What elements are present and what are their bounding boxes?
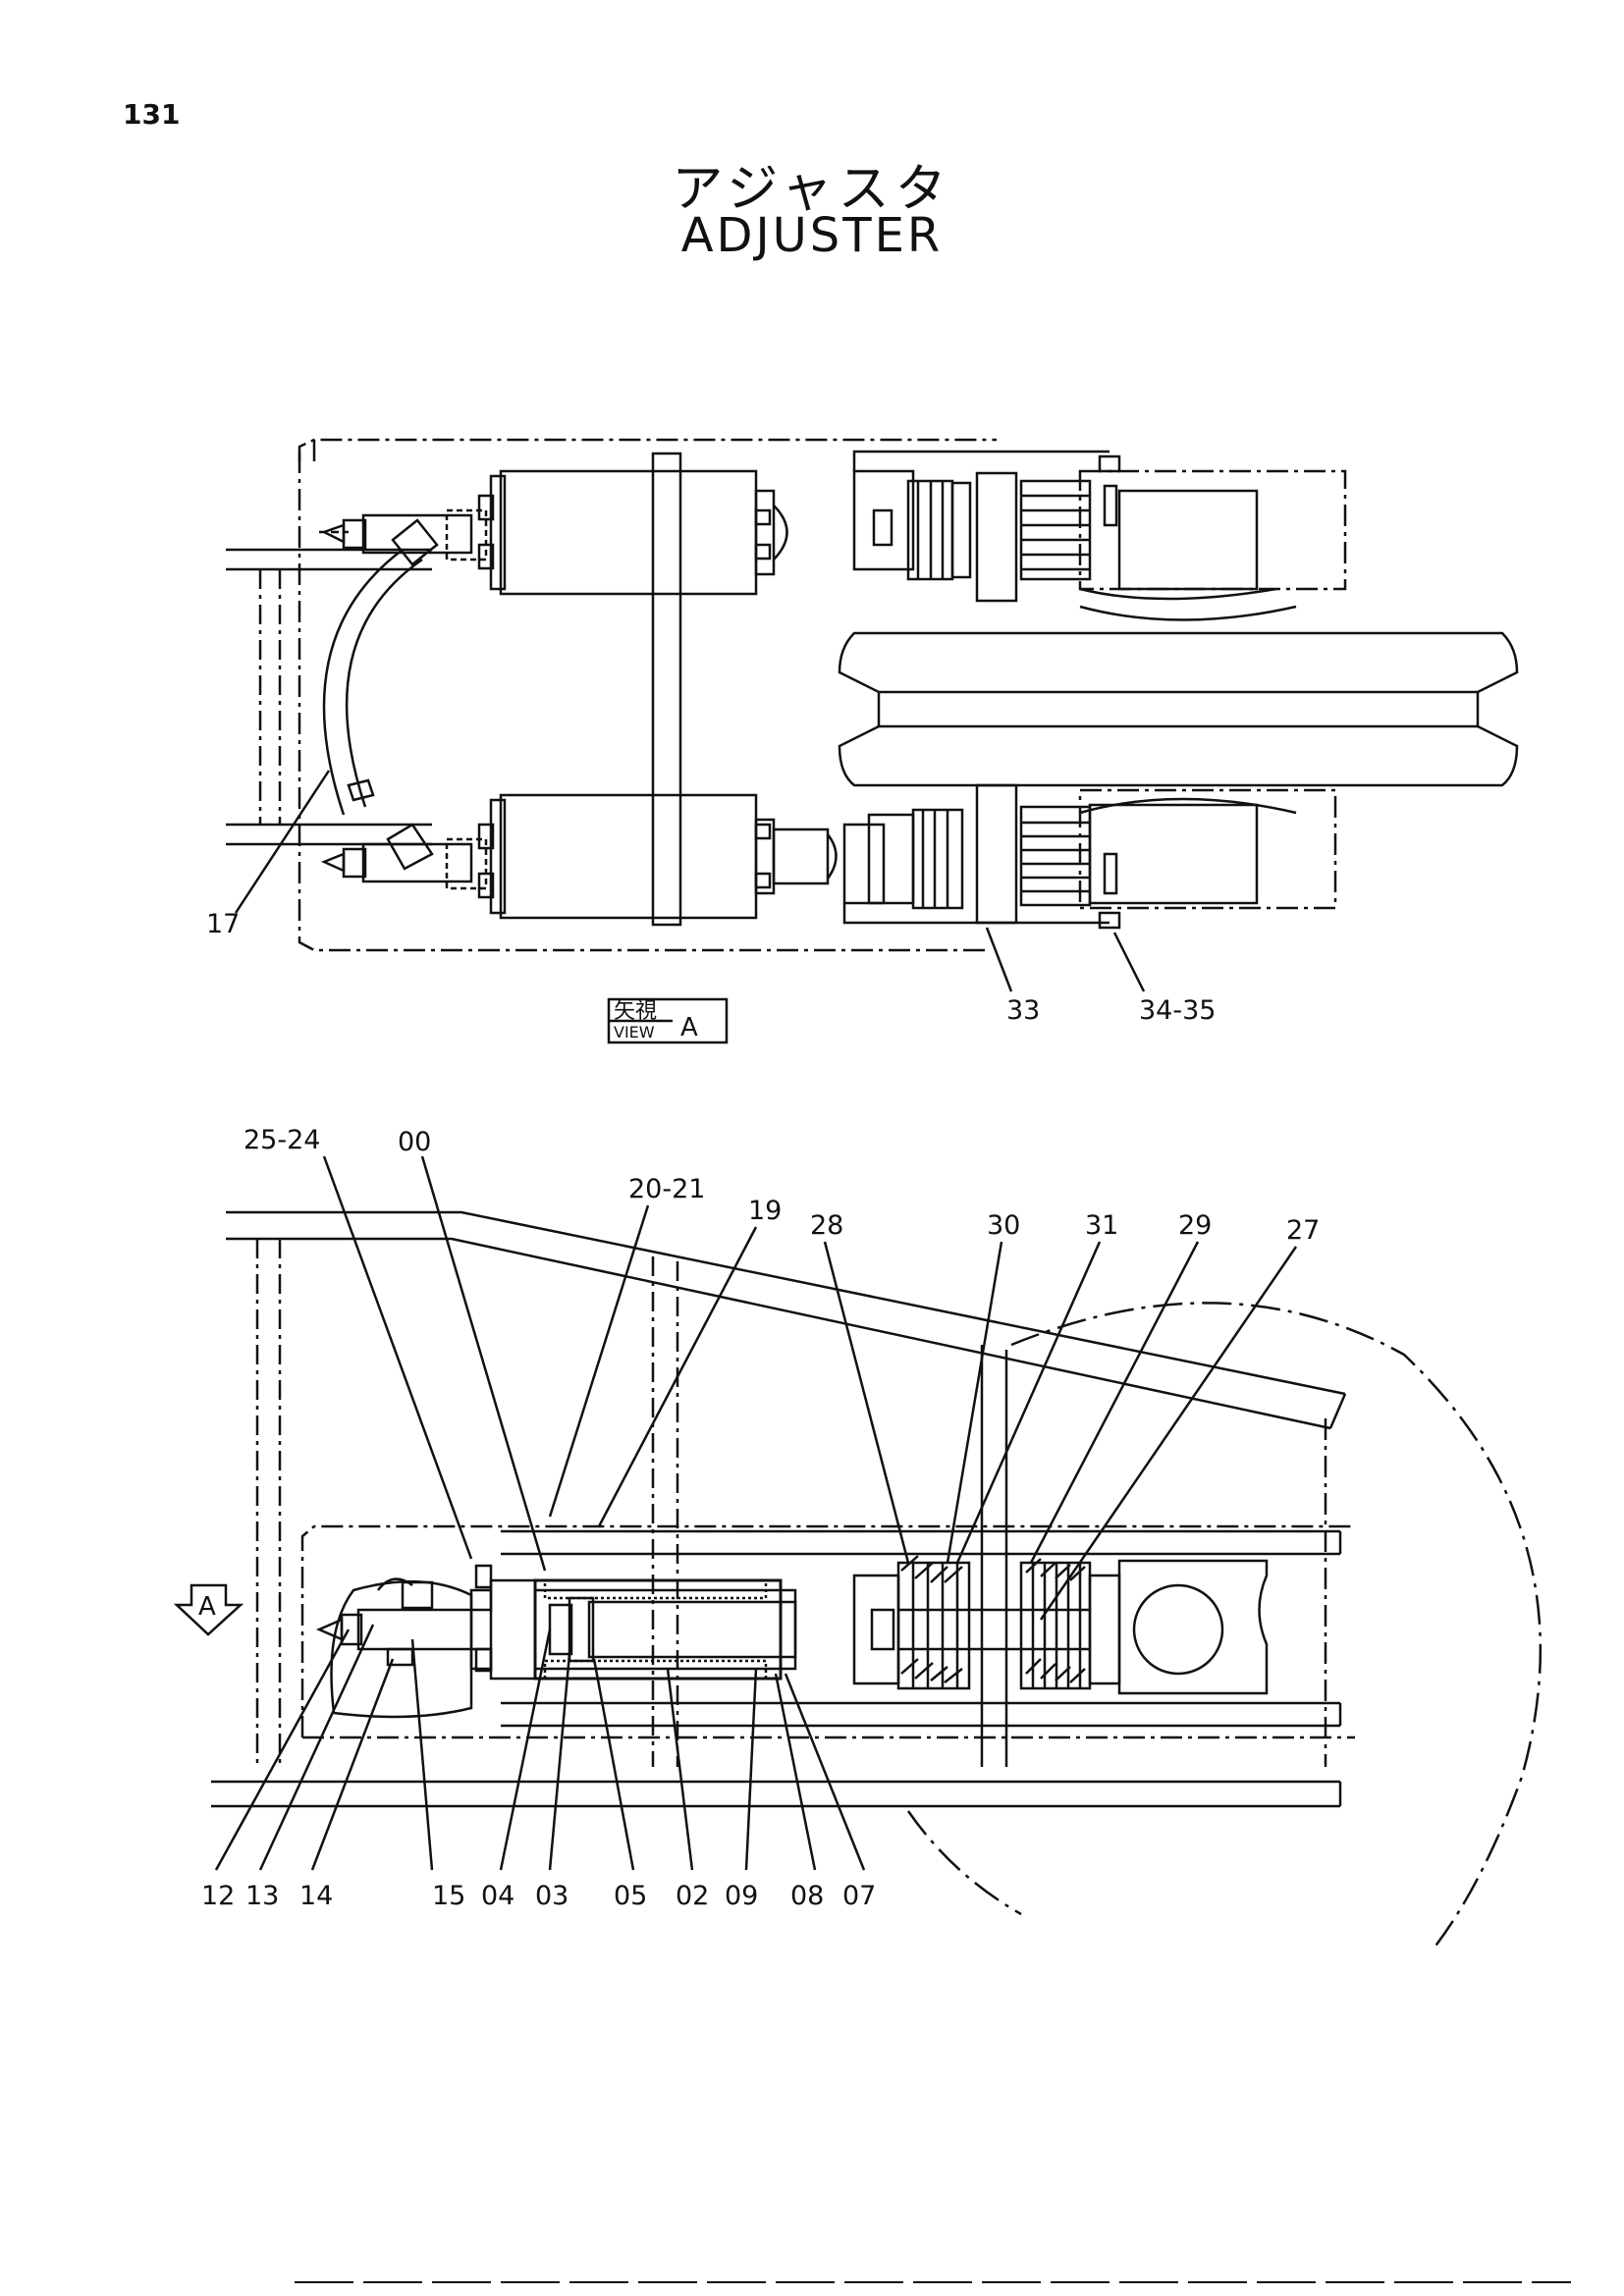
lower-top-callouts: 25-24 00 20-21 19 28 30 31 29 27 <box>244 1125 1320 1246</box>
title-english: ADJUSTER <box>680 208 944 263</box>
callout-25-24: 25-24 <box>244 1125 320 1155</box>
callout-29: 29 <box>1178 1210 1212 1241</box>
callout-08: 08 <box>790 1881 824 1911</box>
title-japanese: アジャスタ <box>672 160 952 219</box>
upper-callouts: 17 33 34-35 <box>206 909 1216 1026</box>
page-number: 131 <box>123 98 181 131</box>
callout-05: 05 <box>614 1881 647 1911</box>
callout-28: 28 <box>810 1210 843 1241</box>
lower-bottom-callouts: 12 13 14 15 04 03 05 02 09 08 07 <box>201 1881 876 1911</box>
callout-13: 13 <box>245 1881 279 1911</box>
callout-31: 31 <box>1085 1210 1118 1241</box>
callout-04: 04 <box>481 1881 514 1911</box>
section-arrow-letter: A <box>198 1592 216 1622</box>
callout-27: 27 <box>1286 1215 1320 1246</box>
callout-15: 15 <box>432 1881 465 1911</box>
callout-33: 33 <box>1006 995 1040 1026</box>
callout-03: 03 <box>535 1881 568 1911</box>
callout-09: 09 <box>725 1881 758 1911</box>
callout-12: 12 <box>201 1881 235 1911</box>
callout-20-21: 20-21 <box>628 1174 705 1204</box>
callout-14: 14 <box>299 1881 333 1911</box>
callout-34-35: 34-35 <box>1139 995 1216 1026</box>
callout-02: 02 <box>676 1881 709 1911</box>
callout-17: 17 <box>206 909 240 939</box>
view-label-letter: A <box>680 1013 698 1042</box>
view-a-marker <box>607 997 729 1044</box>
view-a-label: 矢視 VIEW A <box>614 999 698 1042</box>
view-label-japanese: 矢視 <box>614 999 657 1024</box>
callout-30: 30 <box>987 1210 1020 1241</box>
callout-00: 00 <box>398 1127 431 1157</box>
callout-07: 07 <box>842 1881 876 1911</box>
lower-view <box>173 1155 1543 1949</box>
view-label-english: VIEW <box>614 1023 655 1041</box>
callout-19: 19 <box>748 1196 782 1226</box>
upper-view <box>226 438 1519 992</box>
